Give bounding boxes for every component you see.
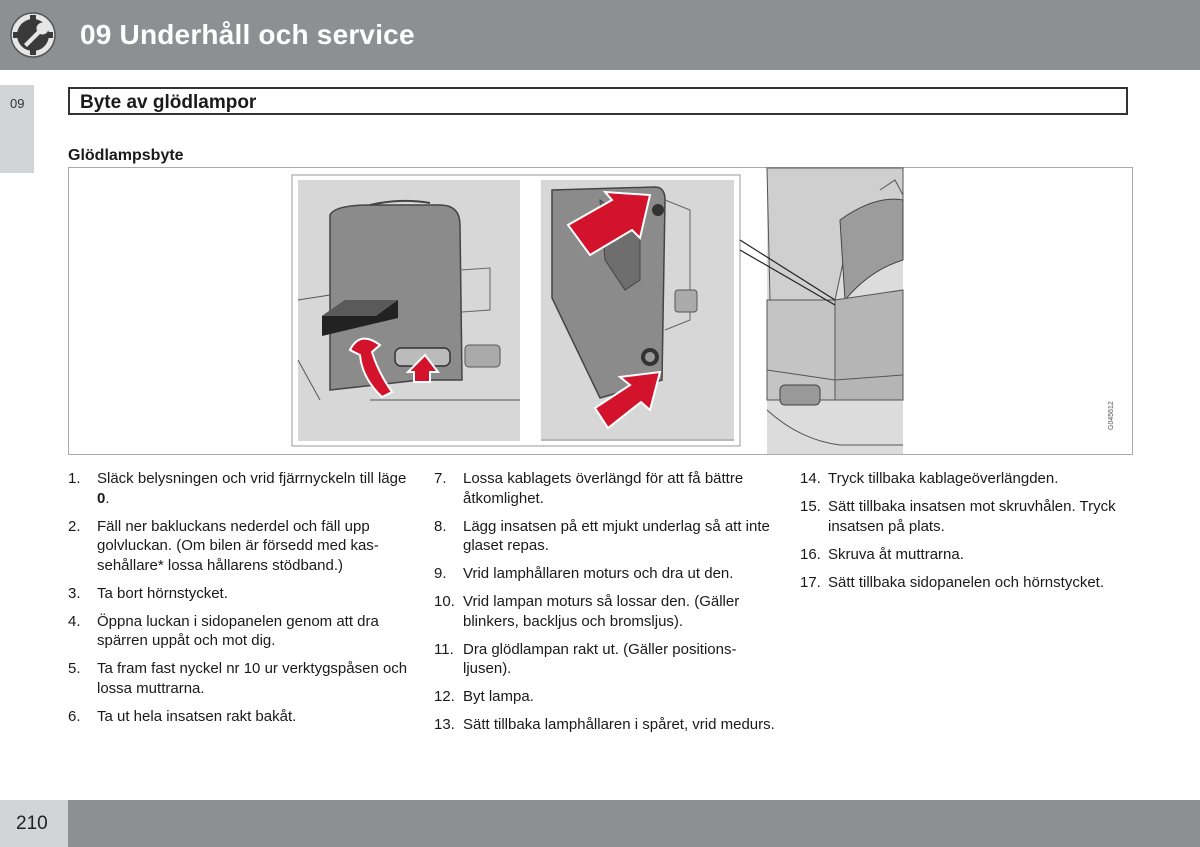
arrow-upper xyxy=(566,190,652,257)
chapter-header xyxy=(0,0,1200,70)
list-item: 14. Tryck tillbaka kablageöverlängden. xyxy=(800,469,1140,489)
list-item: 13. Sätt tillbaka lamphållaren i spåret,… xyxy=(434,715,779,735)
subsection-title: Glödlampsbyte xyxy=(68,147,184,164)
step-text: Lägg insatsen på ett mjukt underlag så a… xyxy=(463,517,770,555)
step-text: Sätt tillbaka insatsen mot skruvhålen. T… xyxy=(828,498,1116,535)
step-number: 14. xyxy=(800,470,821,487)
list-item: 4. Öppna luckan i sidopanelen genom att … xyxy=(68,612,408,651)
leader-line xyxy=(739,239,836,301)
step-number: 12. xyxy=(434,688,455,705)
step-number: 17. xyxy=(800,573,821,591)
step-text: Ta ut hela insatsen rakt bakåt. xyxy=(97,707,297,725)
step-number: 13. xyxy=(434,716,455,733)
list-item: 11. Dra glödlampan rakt ut. (Gäller posi… xyxy=(434,640,779,679)
list-item: 10. Vrid lampan moturs så lossar den. (G… xyxy=(434,592,779,631)
step-number: 5. xyxy=(68,660,81,677)
list-item: 6. Ta ut hela insatsen rakt bakåt. xyxy=(68,707,408,727)
step-number: 2. xyxy=(68,517,81,535)
nut-top xyxy=(652,204,664,216)
step-text: Byt lampa. xyxy=(463,688,534,705)
chapter-tab xyxy=(0,85,34,173)
step-number: 9. xyxy=(434,565,447,582)
figure-code: G045612 xyxy=(1108,401,1115,430)
step-text: Vrid lampan moturs så lossar den. (Gälle… xyxy=(463,593,740,630)
step-text: Ta fram fast nyckel nr 10 ur verktygspås… xyxy=(97,660,408,697)
step-number: 10. xyxy=(434,593,455,610)
section-title: Byte av glödlampor xyxy=(80,92,257,113)
steps-column-3: 14. Tryck tillbaka kablageöverlängden. 1… xyxy=(800,469,1140,601)
step-number: 8. xyxy=(434,517,447,535)
step-text: Sätt tillbaka sidopanelen och hörnstycke… xyxy=(828,573,1104,591)
illustration xyxy=(291,167,904,454)
step-text: Vrid lamphållaren moturs och dra ut den. xyxy=(463,565,734,582)
step-number: 3. xyxy=(68,584,81,602)
arrow-curved xyxy=(348,337,394,399)
list-item: 12. Byt lampa. xyxy=(434,687,779,707)
chapter-tab-label: 09 xyxy=(10,96,25,111)
step-text: Dra glödlampan rakt ut. (Gäller position… xyxy=(463,640,737,678)
section-heading-box xyxy=(68,87,1128,115)
step-number: 4. xyxy=(68,612,81,630)
list-item: 3. Ta bort hörnstycket. xyxy=(68,584,408,604)
step-text: Släck belysningen och vrid fjärrnyckeln … xyxy=(97,470,407,507)
step-number: 6. xyxy=(68,707,81,725)
list-item: 15. Sätt tillbaka insatsen mot skruvhåle… xyxy=(800,497,1140,536)
footer-bar xyxy=(68,800,1200,847)
chapter-title: 09 Underhåll och service xyxy=(80,19,415,50)
step-number: 11. xyxy=(434,640,454,658)
step-text: Ta bort hörnstycket. xyxy=(97,584,228,602)
list-item: 7. Lossa kablagets överlängd för att få … xyxy=(434,469,779,508)
list-item: 8. Lägg insatsen på ett mjukt underlag s… xyxy=(434,517,779,556)
step-text: Lossa kablagets överlängd för att få bät… xyxy=(463,470,744,507)
step-number: 15. xyxy=(800,498,821,515)
page-number: 210 xyxy=(16,813,48,834)
arrow-up xyxy=(405,353,441,383)
step-text: Fäll ner bakluckans nederdel och fäll up… xyxy=(97,517,379,574)
list-item: 2. Fäll ner bakluckans nederdel och fäll… xyxy=(68,517,408,576)
step-number: 16. xyxy=(800,545,821,563)
page-number-tab xyxy=(0,800,68,847)
steps-column-1: 1. Släck belysningen och vrid fjärrnycke… xyxy=(68,469,408,735)
list-item: 16. Skruva åt muttrarna. xyxy=(800,545,1140,565)
list-item: 5. Ta fram fast nyckel nr 10 ur verktygs… xyxy=(68,659,408,698)
step-text: Skruva åt muttrarna. xyxy=(828,545,964,563)
list-item: 17. Sätt tillbaka sidopanelen och hörnst… xyxy=(800,573,1140,593)
arrow-lower xyxy=(593,370,662,430)
step-number: 1. xyxy=(68,470,81,487)
step-number: 7. xyxy=(434,470,447,487)
list-item: 9. Vrid lamphållaren moturs och dra ut d… xyxy=(434,564,779,584)
wrench-gear-icon xyxy=(10,12,56,58)
step-text: Öppna luckan i sidopanelen genom att dra… xyxy=(97,612,379,650)
step-text: Sätt tillbaka lamphållaren i spåret, vri… xyxy=(463,716,775,733)
step-text: Tryck tillbaka kablageöverlängden. xyxy=(828,470,1059,487)
steps-column-2: 7. Lossa kablagets överlängd för att få … xyxy=(434,469,779,743)
list-item: 1. Släck belysningen och vrid fjärrnycke… xyxy=(68,469,408,508)
